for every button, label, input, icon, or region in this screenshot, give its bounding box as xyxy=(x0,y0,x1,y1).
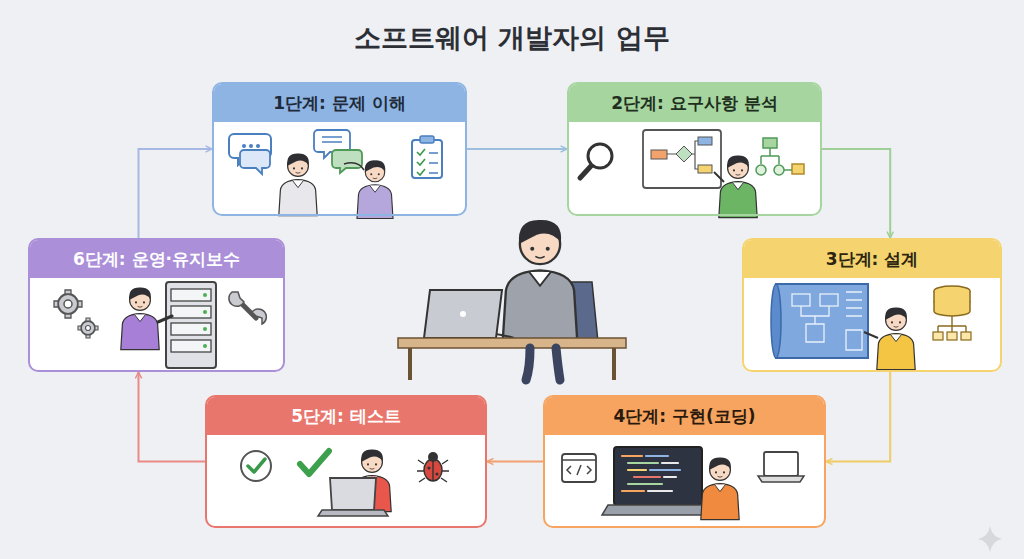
stage-header: 2단계: 요구사항 분석 xyxy=(569,84,820,122)
stage4-illustration xyxy=(562,447,804,520)
flow-arrow xyxy=(487,461,543,463)
box-fill xyxy=(543,395,826,528)
diagram-title: 소프트웨어 개발자의 업무 xyxy=(0,20,1024,56)
stage-header: 4단계: 구현(코딩) xyxy=(545,397,824,435)
stage-box: 1단계: 문제 이해 xyxy=(212,82,467,216)
box-fill xyxy=(742,238,1002,372)
stage-box: 4단계: 구현(코딩) xyxy=(543,395,826,528)
flow-arrow xyxy=(467,148,567,150)
sparkle-mark xyxy=(978,526,1002,552)
flow-arrow xyxy=(139,149,213,238)
flow-arrow xyxy=(822,149,890,238)
connectors xyxy=(139,149,891,462)
stage3-illustration xyxy=(771,284,971,370)
stage-box: 2단계: 요구사항 분석 xyxy=(567,82,822,216)
center-developer xyxy=(398,220,626,380)
stage-header: 3단계: 설계 xyxy=(744,240,1000,278)
stage-box: 6단계: 운영·유지보수 xyxy=(28,238,285,372)
stage-box: 5단계: 테스트 xyxy=(205,395,487,528)
box-fill xyxy=(212,82,467,216)
stage1-illustration xyxy=(229,130,442,219)
box-fill xyxy=(28,238,285,372)
stage-header: 1단계: 문제 이해 xyxy=(214,84,465,122)
box-fill xyxy=(567,82,822,216)
stage-box: 3단계: 설계 xyxy=(742,238,1002,372)
stage2-illustration xyxy=(580,130,804,218)
stage-header: 6단계: 운영·유지보수 xyxy=(30,240,283,278)
stage-header: 5단계: 테스트 xyxy=(207,397,485,435)
flow-arrow xyxy=(139,372,206,462)
stage6-illustration xyxy=(54,282,266,368)
box-fill xyxy=(205,395,487,528)
flow-arrow xyxy=(826,372,890,462)
stage5-illustration xyxy=(241,450,449,516)
box-fills xyxy=(28,82,1002,528)
